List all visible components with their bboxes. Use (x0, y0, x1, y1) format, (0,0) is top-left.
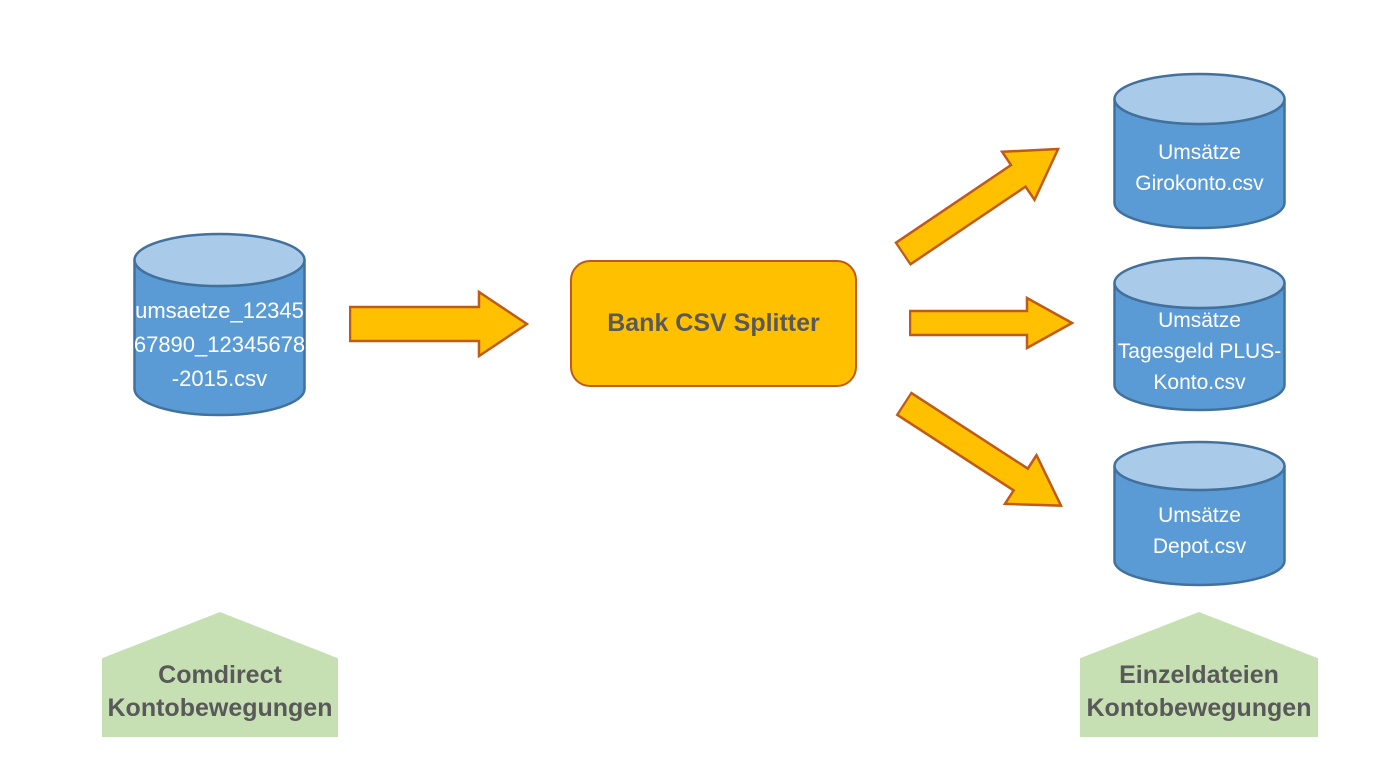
arrow-splitter-to-depot-icon (895, 391, 1064, 507)
einzeldateien-caption-label: Einzeldateien Kontobewegungen (1086, 660, 1312, 722)
arrow-source-to-splitter-icon (349, 290, 529, 358)
source-database-cylinder: umsaetze_12345 67890_12345678 -2015.csv (132, 232, 307, 417)
depot-file-label: Umsätze Depot.csv (1152, 503, 1247, 558)
comdirect-caption-house: Comdirect Kontobewegungen (102, 612, 338, 737)
arrow-splitter-to-girokonto-icon (894, 147, 1061, 267)
arrow-splitter-to-tagesgeld-icon (909, 296, 1074, 350)
output-tagesgeld-cylinder: Umsätze Tagesgeld PLUS- Konto.csv (1112, 256, 1287, 412)
tagesgeld-file-label: Umsätze Tagesgeld PLUS- Konto.csv (1117, 308, 1282, 394)
output-depot-cylinder: Umsätze Depot.csv (1112, 440, 1287, 587)
girokonto-file-label: Umsätze Girokonto.csv (1135, 141, 1264, 195)
output-girokonto-cylinder: Umsätze Girokonto.csv (1112, 72, 1287, 230)
database-cylinder-icon (133, 232, 306, 417)
splitter-process-box: Bank CSV Splitter (570, 260, 857, 387)
comdirect-caption-label: Comdirect Kontobewegungen (107, 660, 333, 722)
database-cylinder-icon (1113, 72, 1286, 230)
database-cylinder-icon (1113, 440, 1286, 587)
einzeldateien-caption-house: Einzeldateien Kontobewegungen (1080, 612, 1318, 737)
database-cylinder-icon (1113, 256, 1286, 412)
splitter-label: Bank CSV Splitter (607, 309, 820, 337)
source-file-label: umsaetze_12345 67890_12345678 -2015.csv (133, 297, 306, 391)
